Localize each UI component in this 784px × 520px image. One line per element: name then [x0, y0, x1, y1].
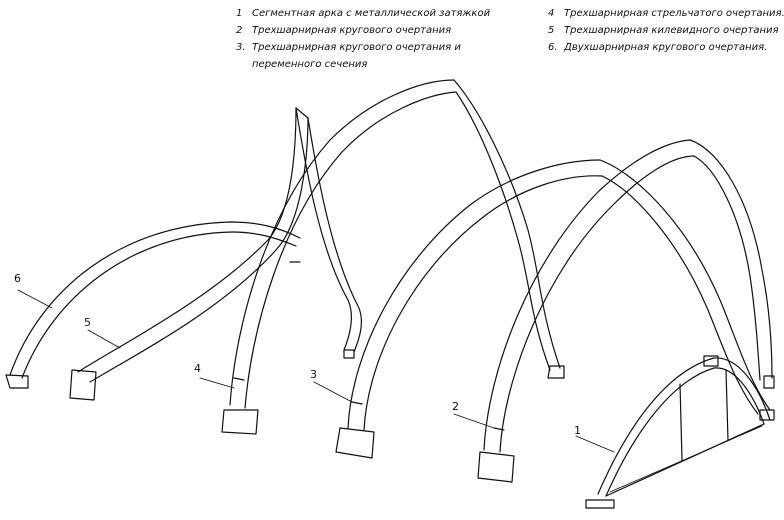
arch-2-support-left — [477, 451, 515, 483]
callout-label-5: 5 — [84, 316, 91, 329]
arch-5-support-left — [69, 369, 97, 401]
arch-5 — [69, 107, 362, 401]
arch-3-support-left — [335, 427, 375, 459]
arch-3-support-right — [759, 409, 775, 421]
arch-4-support-right — [547, 365, 565, 379]
arch-6 — [5, 221, 301, 389]
arch-1-support-left — [585, 499, 615, 509]
arch-1-crown-hinge — [703, 355, 719, 367]
callout-label-1: 1 — [574, 424, 581, 437]
arch-2-support-right — [763, 375, 775, 389]
arch-3 — [335, 159, 775, 459]
arch-1 — [585, 355, 771, 509]
arch-6-support — [5, 374, 29, 389]
arch-4-support-left — [221, 409, 259, 435]
callout-label-4: 4 — [194, 362, 201, 375]
callout-label-3: 3 — [310, 368, 317, 381]
callout-label-2: 2 — [452, 400, 459, 413]
legend-item-3-cont: переменного сечения — [252, 59, 368, 70]
arch-1-tie — [605, 423, 765, 497]
callout-leaders — [17, 289, 615, 453]
arch-1-hanger-left — [679, 383, 683, 461]
arch-5-support-right — [343, 349, 355, 359]
arch-1-hanger-right — [725, 369, 729, 441]
arch-4 — [221, 79, 565, 435]
callout-label-6: 6 — [14, 272, 21, 285]
legend-item-6: 6.Двухшарнирная кругового очертания. — [548, 42, 768, 53]
legend-item-3: 3.Трехшарнирная кругового очертания и — [236, 42, 461, 53]
arch-2 — [477, 139, 775, 483]
